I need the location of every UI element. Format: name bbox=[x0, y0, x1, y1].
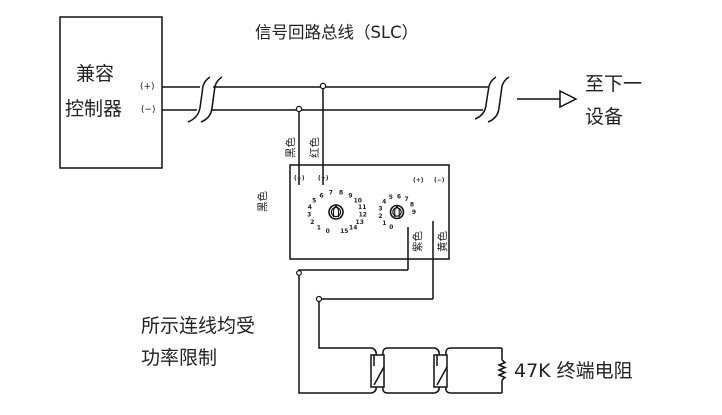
note-line1: 所示连线均受 bbox=[141, 315, 255, 337]
dial-digit: 11 bbox=[358, 204, 366, 211]
dial-digit: 2 bbox=[378, 213, 382, 220]
dial-digit: 12 bbox=[359, 212, 367, 219]
wire-label-black-in: 黑色 bbox=[284, 137, 297, 158]
bus-title: 信号回路总线（SLC） bbox=[255, 23, 418, 42]
controller-terminal-plus: (+) bbox=[140, 82, 155, 92]
dial-digit: 13 bbox=[356, 219, 364, 226]
slc-bus bbox=[162, 76, 510, 123]
wire-connector-1 bbox=[370, 354, 385, 388]
dial-digit: 15 bbox=[340, 228, 348, 235]
dial-digit: 2 bbox=[310, 219, 314, 226]
dial-digit: 7 bbox=[405, 196, 409, 203]
dial-digit: 5 bbox=[389, 194, 393, 201]
module-box bbox=[289, 164, 450, 260]
bus-tap-plus bbox=[319, 82, 327, 90]
bus-break-left bbox=[187, 76, 211, 123]
note-line2: 功率限制 bbox=[141, 347, 217, 369]
dial-digit: 9 bbox=[412, 209, 416, 216]
dial-digit: 14 bbox=[349, 225, 357, 232]
controller-label-line2: 控制器 bbox=[65, 98, 122, 120]
controller-box bbox=[59, 16, 163, 169]
dial-digit: 5 bbox=[312, 197, 316, 204]
output-circuit bbox=[296, 269, 507, 394]
wire-connector-2 bbox=[433, 354, 448, 388]
dial-digit: 0 bbox=[389, 224, 393, 231]
dial-digit: 6 bbox=[397, 193, 401, 200]
dial-digit: 0 bbox=[326, 228, 330, 235]
module-terminal-in-minus: (−) bbox=[294, 175, 305, 182]
bus-break-right bbox=[474, 76, 497, 120]
module-terminal-out-plus: (+) bbox=[413, 177, 424, 184]
controller-label-line1: 兼容 bbox=[76, 63, 114, 85]
next-device-line2: 设备 bbox=[585, 106, 623, 128]
dial-digit: 1 bbox=[382, 220, 386, 227]
module-terminal-in-plus: (+) bbox=[318, 175, 329, 182]
dial-digit: 3 bbox=[378, 206, 382, 213]
resistor-icon bbox=[497, 359, 507, 381]
resistor-label: 47K 终端电阻 bbox=[514, 360, 633, 382]
dial-digit: 3 bbox=[307, 212, 311, 219]
wire-label-yellow-out: 黄色 bbox=[436, 231, 449, 252]
dial-digit: 8 bbox=[410, 202, 414, 209]
module-side-label: 黑色 bbox=[256, 191, 269, 212]
dial-digit: 4 bbox=[382, 199, 386, 206]
module-terminal-out-minus: (−) bbox=[434, 177, 445, 184]
dial-digit: 7 bbox=[329, 190, 333, 197]
next-device-arrow bbox=[517, 89, 578, 109]
dial-digit: 1 bbox=[317, 225, 321, 232]
dial-digit: 6 bbox=[319, 192, 323, 199]
next-device-line1: 至下一 bbox=[585, 73, 642, 95]
dial-digit: 10 bbox=[354, 197, 362, 204]
dial-digit: 9 bbox=[348, 192, 352, 199]
bus-tap-minus bbox=[295, 105, 303, 113]
dial-digit: 4 bbox=[308, 204, 312, 211]
wire-label-red-in: 红色 bbox=[308, 137, 321, 158]
controller-terminal-minus: (−) bbox=[141, 105, 156, 115]
wire-label-purple-out: 紫色 bbox=[411, 231, 424, 252]
dial-digit: 8 bbox=[339, 190, 343, 197]
